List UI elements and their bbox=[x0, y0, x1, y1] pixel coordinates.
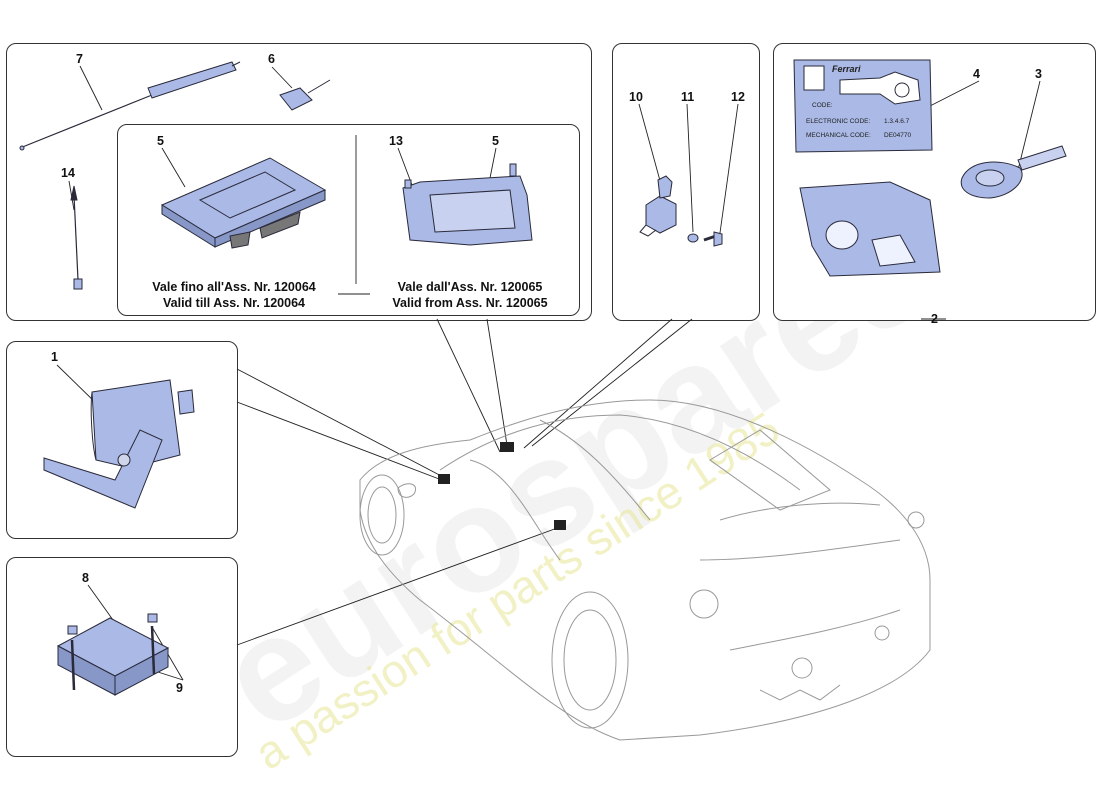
tilt-sensor-part bbox=[639, 175, 677, 237]
callout-10: 10 bbox=[629, 90, 643, 104]
ecu-location-marker bbox=[500, 442, 514, 452]
callout-5-new: 5 bbox=[492, 134, 499, 148]
siren-part bbox=[43, 379, 195, 509]
car-outline bbox=[359, 399, 931, 741]
antenna-cable-part bbox=[19, 61, 241, 151]
ecu-module-new-part bbox=[402, 163, 533, 246]
lock-cylinder-part bbox=[799, 181, 941, 277]
callout-9: 9 bbox=[176, 681, 183, 695]
leader-lines bbox=[56, 65, 1041, 681]
screw-pair-part bbox=[67, 613, 158, 691]
plate-electronic-value: 1.3.4.6.7 bbox=[884, 118, 910, 125]
panel-sensor bbox=[612, 43, 760, 321]
plate-mechanical-value: DE04770 bbox=[884, 132, 912, 139]
callout-12: 12 bbox=[731, 90, 745, 104]
probe-part bbox=[70, 185, 83, 290]
gps-antenna-part bbox=[279, 79, 331, 111]
callout-4: 4 bbox=[973, 67, 980, 81]
callout-13: 13 bbox=[389, 134, 403, 148]
part-drawings bbox=[19, 59, 1067, 696]
callout-2: 2 bbox=[931, 312, 938, 326]
plate-electronic-label: ELECTRONIC CODE: bbox=[806, 118, 871, 125]
validity-note-from: Vale dall'Ass. Nr. 120065 Valid from Ass… bbox=[370, 279, 570, 311]
callout-8: 8 bbox=[82, 571, 89, 585]
plate-brand: Ferrari bbox=[832, 64, 861, 74]
validity-from-english: Valid from Ass. Nr. 120065 bbox=[392, 296, 548, 310]
siren-location-marker bbox=[438, 474, 450, 484]
validity-till-italian: Vale fino all'Ass. Nr. 120064 bbox=[152, 280, 316, 294]
callout-6: 6 bbox=[268, 52, 275, 66]
validity-note-till: Vale fino all'Ass. Nr. 120064 Valid till… bbox=[130, 279, 338, 311]
callout-1: 1 bbox=[51, 350, 58, 364]
callout-3: 3 bbox=[1035, 67, 1042, 81]
ecu-module-old-part bbox=[160, 157, 327, 249]
callout-5-old: 5 bbox=[157, 134, 164, 148]
callout-11: 11 bbox=[681, 90, 695, 104]
callout-7: 7 bbox=[76, 52, 83, 66]
key-remote-part bbox=[960, 145, 1067, 199]
validity-till-english: Valid till Ass. Nr. 120064 bbox=[163, 296, 305, 310]
callout-14: 14 bbox=[61, 166, 75, 180]
screw-part bbox=[703, 231, 723, 247]
control-unit-location-marker bbox=[554, 520, 566, 530]
plate-code-label: CODE: bbox=[812, 102, 833, 109]
plate-mechanical-label: MECHANICAL CODE: bbox=[806, 132, 871, 139]
key-code-plate-part bbox=[793, 59, 933, 153]
washer-part bbox=[687, 233, 699, 243]
validity-from-italian: Vale dall'Ass. Nr. 120065 bbox=[397, 280, 543, 294]
